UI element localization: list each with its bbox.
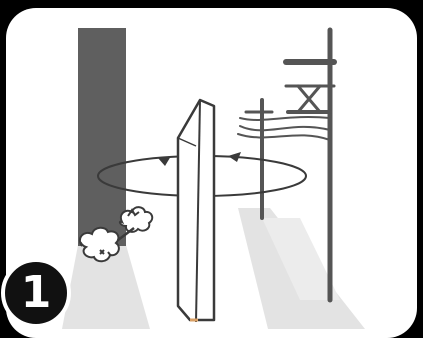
wall (78, 28, 126, 246)
step-number-badge: 1 (1, 258, 71, 328)
illustration-frame: 1 (0, 0, 423, 329)
panel-board-icon (178, 100, 214, 322)
